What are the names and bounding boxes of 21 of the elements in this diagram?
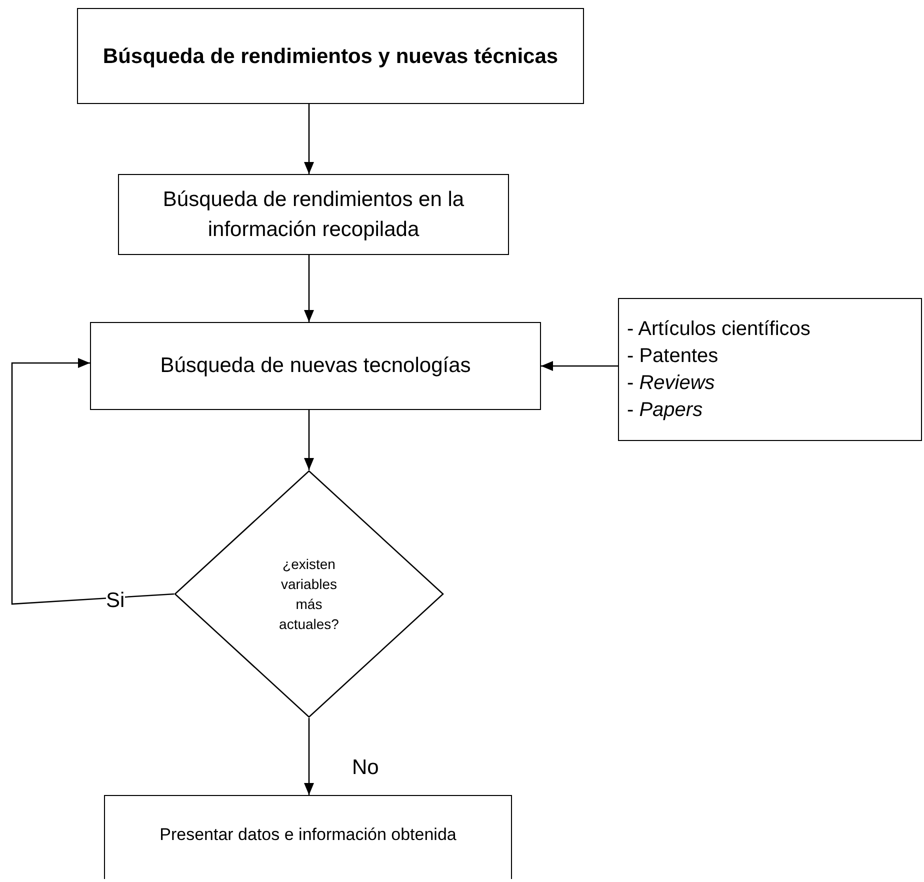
process-box <box>77 8 584 104</box>
decision-diamond <box>174 470 444 718</box>
process-box <box>618 298 922 441</box>
node-text: - Patentes <box>627 344 718 368</box>
node-text: - Artículos científicos <box>627 316 810 342</box>
process-box <box>118 174 509 255</box>
node-text: Búsqueda de rendimientos y nuevas técnicas <box>102 44 558 70</box>
arrow <box>541 361 618 371</box>
process-box <box>90 322 541 410</box>
process-box <box>104 795 512 879</box>
node-text: ¿existen variables más actuales? <box>278 555 340 634</box>
arrow <box>304 104 314 174</box>
arrow <box>304 718 314 795</box>
node-text: - Reviews <box>627 370 715 396</box>
arrow <box>304 410 314 470</box>
arrow <box>11 358 174 605</box>
node-text: Búsqueda de rendimientos en la información recopilada <box>162 186 466 242</box>
node-text: Presentar datos e información obtenida <box>160 824 456 846</box>
arrow <box>304 255 314 322</box>
node-text: Búsqueda de nuevas tecnologías <box>160 353 471 379</box>
node-text: - Papers <box>627 398 703 422</box>
